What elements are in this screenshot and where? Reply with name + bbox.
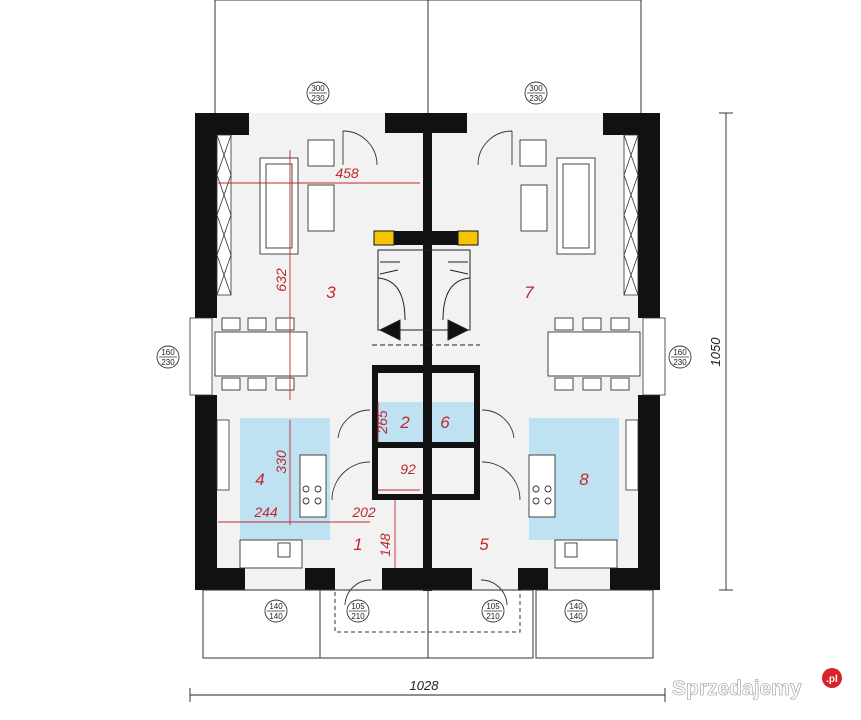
window-label-bottom: 230 [529, 94, 543, 103]
window-label-bottom: 210 [486, 612, 500, 621]
room-number: 2 [399, 413, 410, 432]
staircase [372, 249, 480, 346]
furniture [214, 139, 641, 569]
watermark: Sprzedajemy [672, 677, 802, 700]
dimension-label: 458 [335, 165, 359, 181]
dimension-label: 265 [374, 410, 390, 435]
overall-dimension-lines [189, 112, 733, 702]
room-number: 6 [440, 413, 450, 432]
window-label-top: 140 [569, 602, 583, 611]
dimension-label: 330 [273, 450, 289, 474]
window-label-bottom: 230 [673, 358, 687, 367]
doors [331, 130, 521, 606]
dimension-label: 244 [253, 504, 278, 520]
window-frames [189, 134, 666, 491]
room-number: 1 [353, 535, 362, 554]
window-label-top: 300 [311, 84, 325, 93]
window-label-bottom: 230 [311, 94, 325, 103]
svg-text:.pl: .pl [826, 674, 838, 685]
window-label-top: 160 [161, 348, 175, 357]
window-label-bottom: 140 [269, 612, 283, 621]
fireplaces [373, 230, 479, 246]
dimension-label: 632 [273, 268, 289, 292]
overall-width-label: 1028 [410, 678, 440, 693]
overall-depth-label: 1050 [708, 337, 723, 367]
dimension-label: 92 [400, 461, 416, 477]
window-label-top: 105 [351, 602, 365, 611]
window-label-top: 160 [673, 348, 687, 357]
dimension-label: 202 [351, 504, 376, 520]
window-label-top: 105 [486, 602, 500, 611]
window-label-bottom: 210 [351, 612, 365, 621]
dimension-lines [218, 150, 420, 568]
room-number: 4 [255, 470, 264, 489]
room-number: 7 [524, 283, 534, 302]
terrace-outline [214, 0, 642, 116]
window-label-top: 300 [529, 84, 543, 93]
room-number: 3 [326, 283, 336, 302]
room-number: 5 [479, 535, 489, 554]
dimension-label: 148 [377, 533, 393, 557]
window-label-bottom: 140 [569, 612, 583, 621]
window-label-top: 140 [269, 602, 283, 611]
balconies [202, 589, 654, 659]
walls [195, 113, 660, 591]
watermark-badge: .pl [822, 668, 842, 688]
window-label-bottom: 230 [161, 358, 175, 367]
room-number: 8 [579, 470, 589, 489]
